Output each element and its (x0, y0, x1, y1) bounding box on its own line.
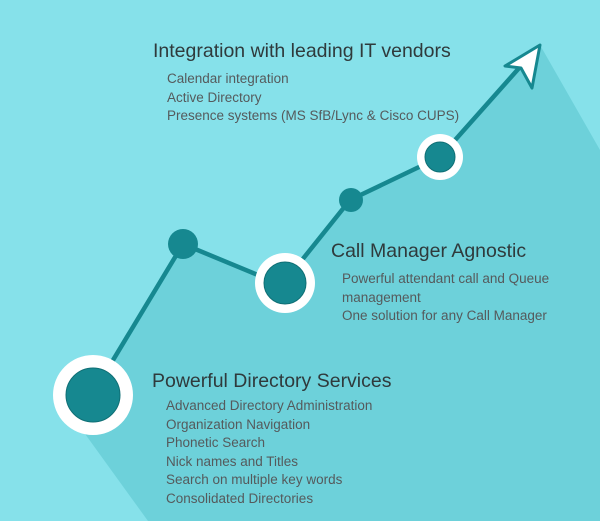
milestone-dot-medium (263, 261, 307, 305)
milestone-dot (168, 229, 198, 259)
list-item: Calendar integration (167, 71, 289, 86)
stage-title-directory: Powerful Directory Services (152, 370, 392, 392)
milestone-dot-small-ringed (424, 141, 456, 173)
list-item: Active Directory (167, 89, 262, 105)
milestone-dot-small (339, 188, 363, 212)
list-item: Presence systems (MS SfB/Lync & Cisco CU… (167, 108, 460, 124)
list-item: Nick names and Titles (166, 453, 299, 469)
list-item: Phonetic Search (166, 435, 266, 451)
list-item: Consolidated Directories (166, 490, 314, 506)
milestone-dot-large (65, 367, 121, 423)
list-item: One solution for any Call Manager (342, 308, 547, 324)
stage-title-call-manager: Call Manager Agnostic (331, 240, 527, 262)
stage-items-directory: Advanced Directory Administration Organi… (166, 397, 372, 509)
list-item: Powerful attendant call and Queue (342, 271, 550, 286)
line-shadow (75, 45, 600, 521)
stage-items-integration: Calendar integration Active Directory Pr… (167, 70, 459, 126)
list-item: Organization Navigation (166, 416, 311, 432)
list-item: Advanced Directory Administration (166, 398, 373, 413)
list-item: management (342, 289, 421, 305)
stage-title-integration: Integration with leading IT vendors (153, 40, 451, 62)
stage-items-call-manager: Powerful attendant call and Queue manage… (342, 270, 549, 326)
arrow-head-icon (503, 43, 542, 90)
list-item: Search on multiple key words (166, 472, 343, 488)
